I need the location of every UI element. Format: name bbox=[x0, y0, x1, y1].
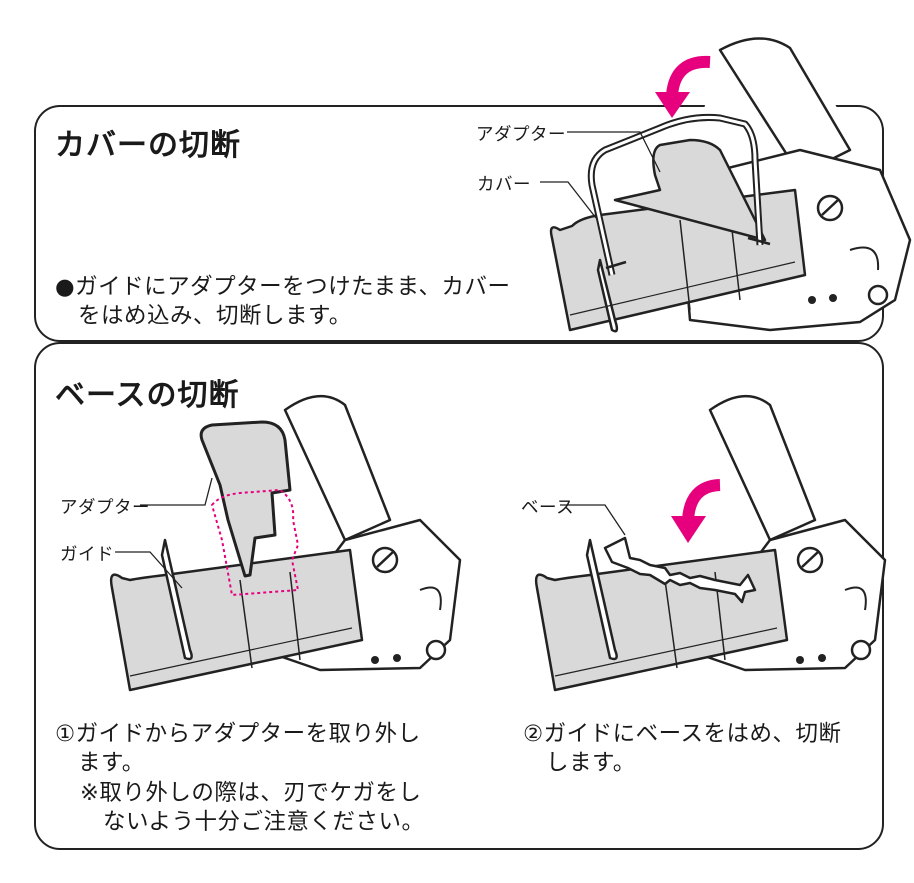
step1-text: ①ガイドからアダプターを取り外し ます。 bbox=[55, 721, 421, 776]
label-base: ベース bbox=[521, 498, 575, 518]
section-title-cover: カバーの切断 bbox=[55, 128, 241, 163]
step2-text: ②ガイドにベースをはめ、切断 します。 bbox=[523, 721, 842, 776]
instruction-cover: ●ガイドにアダプターをつけたまま、カバー をはめ込み、切断します。 bbox=[55, 274, 511, 329]
label-guide: ガイド bbox=[60, 545, 114, 565]
label-adapter-remove: アダプター bbox=[60, 498, 150, 518]
step1-note: ※取り外しの際は、刃でケガをし ないよう十分ご注意ください。 bbox=[80, 780, 425, 835]
section-title-base: ベースの切断 bbox=[55, 378, 240, 413]
label-cover: カバー bbox=[477, 175, 531, 195]
label-adapter-cover: アダプター bbox=[476, 125, 566, 145]
